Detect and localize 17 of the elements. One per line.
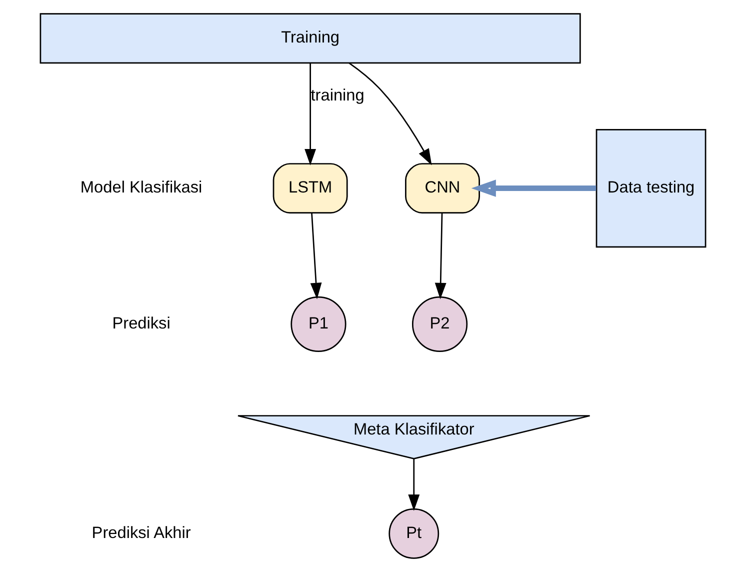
node-circle: Pt <box>388 508 440 559</box>
label: Prediksi <box>112 314 170 332</box>
arrow <box>471 180 596 197</box>
node-box: Training <box>40 13 581 64</box>
node-box: LSTM <box>272 163 348 214</box>
node-circle: P2 <box>412 296 468 352</box>
arrow <box>348 62 432 166</box>
node-box: Data testing <box>596 129 706 248</box>
label: Model Klasifikasi <box>80 178 202 197</box>
edge-label: training <box>310 86 364 105</box>
node-box: CNN <box>405 163 480 214</box>
arrow <box>408 458 420 511</box>
label: Prediksi Akhir <box>92 524 191 542</box>
arrow <box>434 212 446 300</box>
arrow <box>310 212 322 300</box>
arrow <box>304 63 316 166</box>
node-circle: P1 <box>290 296 346 352</box>
